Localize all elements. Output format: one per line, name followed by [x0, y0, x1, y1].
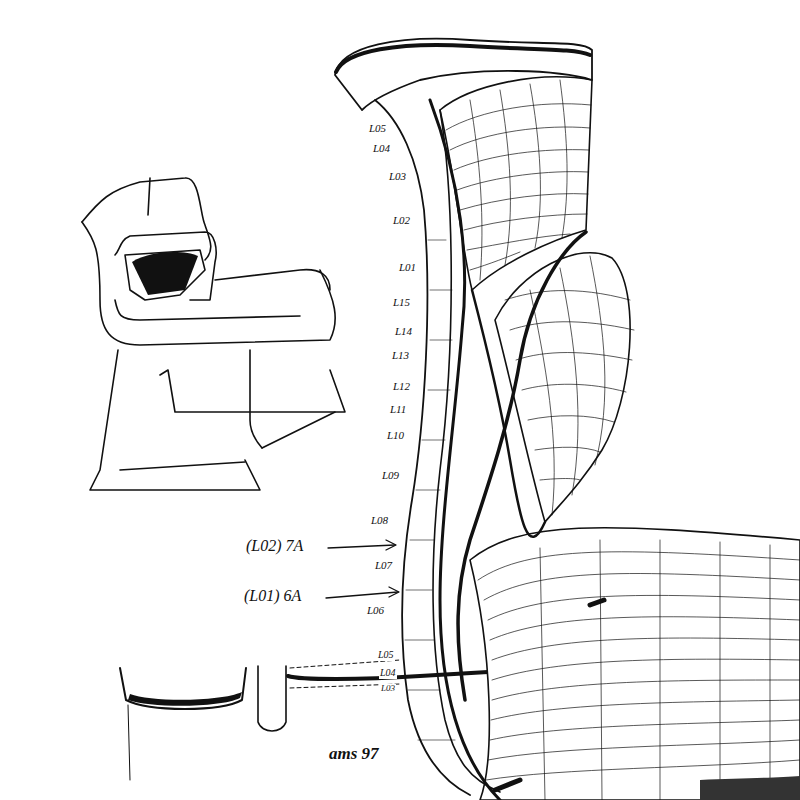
station-label: L04	[372, 143, 391, 155]
station-label: L03	[380, 684, 396, 693]
station-label: L09	[381, 470, 400, 482]
station-label: L08	[370, 515, 389, 527]
station-label: L03	[388, 171, 407, 183]
station-label: L05	[368, 123, 387, 135]
station-label: L02	[392, 215, 411, 227]
station-label: L10	[386, 430, 405, 442]
thumbnail-chair	[82, 178, 345, 490]
station-label: L15	[392, 297, 411, 309]
callout-arrows	[326, 540, 399, 598]
station-label: L04	[379, 668, 397, 679]
station-label: L11	[389, 404, 407, 416]
signature: ams 97	[328, 745, 380, 763]
callout-note: (L02) 7A	[245, 538, 304, 555]
station-label: L12	[392, 381, 411, 393]
station-label: L07	[374, 560, 393, 572]
backrest-shell	[335, 39, 592, 800]
station-label: L05	[377, 650, 395, 661]
seat-shell	[470, 528, 800, 800]
callout-note: (L01) 6A	[243, 588, 302, 605]
station-label: L14	[394, 326, 413, 338]
station-label: L01	[398, 262, 417, 274]
station-label: L13	[391, 350, 410, 362]
station-label: L06	[366, 605, 385, 617]
